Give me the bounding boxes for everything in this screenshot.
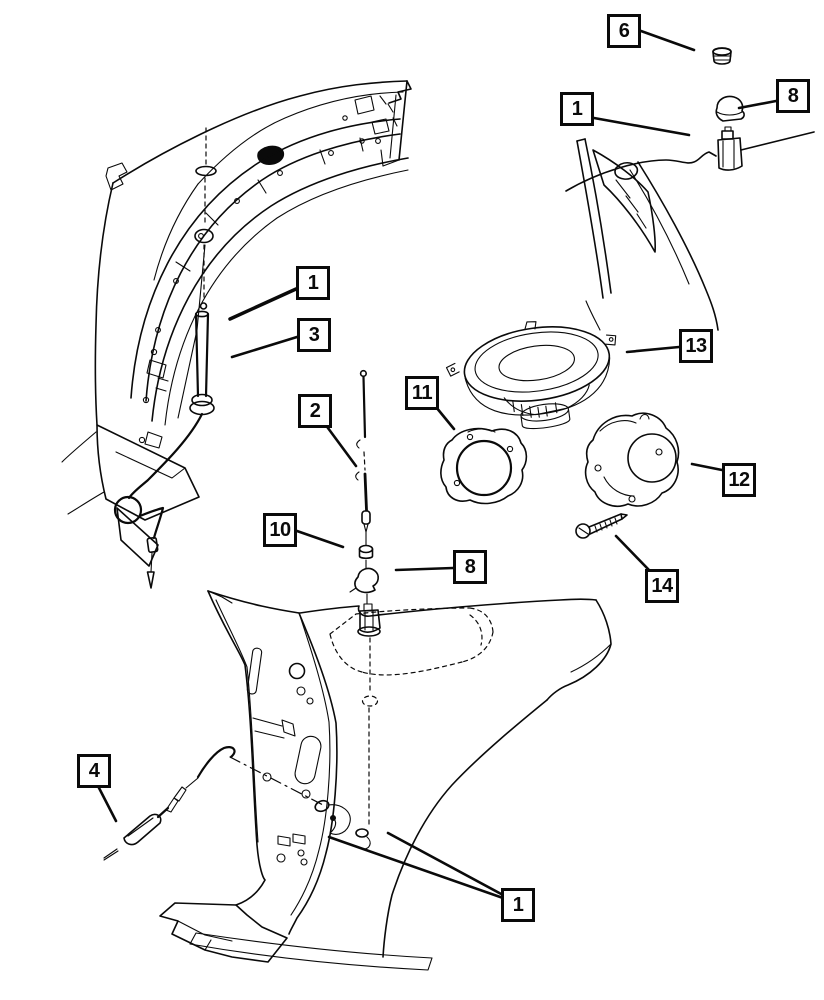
leader-1-bottom-a <box>386 831 505 897</box>
leader-lines <box>96 29 778 900</box>
round-speaker-drawing <box>584 412 680 507</box>
callout-label: 4 <box>88 760 100 782</box>
callout-box-10: 10 <box>263 513 297 547</box>
callout-box-8-top: 8 <box>776 79 810 113</box>
callout-box-3: 3 <box>297 318 331 352</box>
callout-label: 8 <box>787 85 799 107</box>
callout-label: 1 <box>307 272 319 294</box>
leader-1-top-right <box>592 116 691 137</box>
leader-12 <box>690 462 724 472</box>
leader-13 <box>625 345 681 354</box>
callout-label: 8 <box>464 556 476 578</box>
fender-antenna-and-cable <box>113 127 217 589</box>
callout-label: 1 <box>512 894 524 916</box>
antenna-mast-drawing <box>349 369 379 605</box>
leader-11 <box>434 405 456 431</box>
leader-1-fender <box>228 287 298 321</box>
leader-3 <box>230 335 299 359</box>
callout-label: 11 <box>411 382 433 404</box>
callout-box-14: 14 <box>645 569 679 603</box>
callout-label: 13 <box>685 335 707 357</box>
callout-box-1-fender: 1 <box>296 266 330 300</box>
leader-8-mid <box>394 566 455 572</box>
callout-box-11: 11 <box>405 376 439 410</box>
callout-label: 10 <box>269 519 291 541</box>
callout-label: 2 <box>309 400 321 422</box>
callout-label: 1 <box>571 98 583 120</box>
leader-6 <box>639 29 696 52</box>
cowl-inset-drawing <box>565 47 815 331</box>
callout-box-6: 6 <box>607 14 641 48</box>
callout-box-8-mid: 8 <box>453 550 487 584</box>
antenna-cable-drawing <box>103 746 236 861</box>
callout-box-2: 2 <box>298 394 332 428</box>
callout-box-13: 13 <box>679 329 713 363</box>
callout-box-1-bottom: 1 <box>501 888 535 922</box>
leader-4 <box>96 784 118 823</box>
callout-box-12: 12 <box>722 463 756 497</box>
mounting-screw-drawing <box>575 513 628 539</box>
quarter-panel-drawing <box>159 590 612 971</box>
speaker-bracket-drawing <box>440 427 528 505</box>
callout-box-1-top-right: 1 <box>560 92 594 126</box>
callout-label: 6 <box>618 20 630 42</box>
leader-14 <box>614 534 651 572</box>
leader-10 <box>295 529 345 549</box>
oval-speaker-drawing <box>445 321 617 430</box>
callout-label: 3 <box>308 324 320 346</box>
leader-8-top <box>737 99 778 110</box>
callout-label: 14 <box>651 575 673 597</box>
callout-label: 12 <box>728 469 750 491</box>
leader-2 <box>323 422 358 468</box>
callout-box-4: 4 <box>77 754 111 788</box>
front-fender-drawing <box>61 80 412 567</box>
leader-1-bottom-b <box>327 835 505 900</box>
